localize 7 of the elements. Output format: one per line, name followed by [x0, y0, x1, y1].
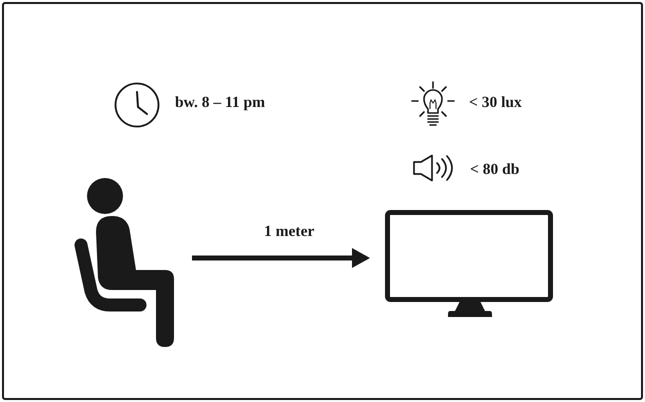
- seated-person-drawing: [74, 177, 175, 348]
- label-text: bw. 8 – 11 pm: [175, 94, 266, 112]
- label-text: < 30 lux: [469, 94, 522, 112]
- arrow: [192, 248, 370, 268]
- monitor-drawing: [385, 210, 555, 318]
- edge-label: 1 meter: [264, 223, 314, 241]
- label-text: < 80 db: [470, 161, 520, 179]
